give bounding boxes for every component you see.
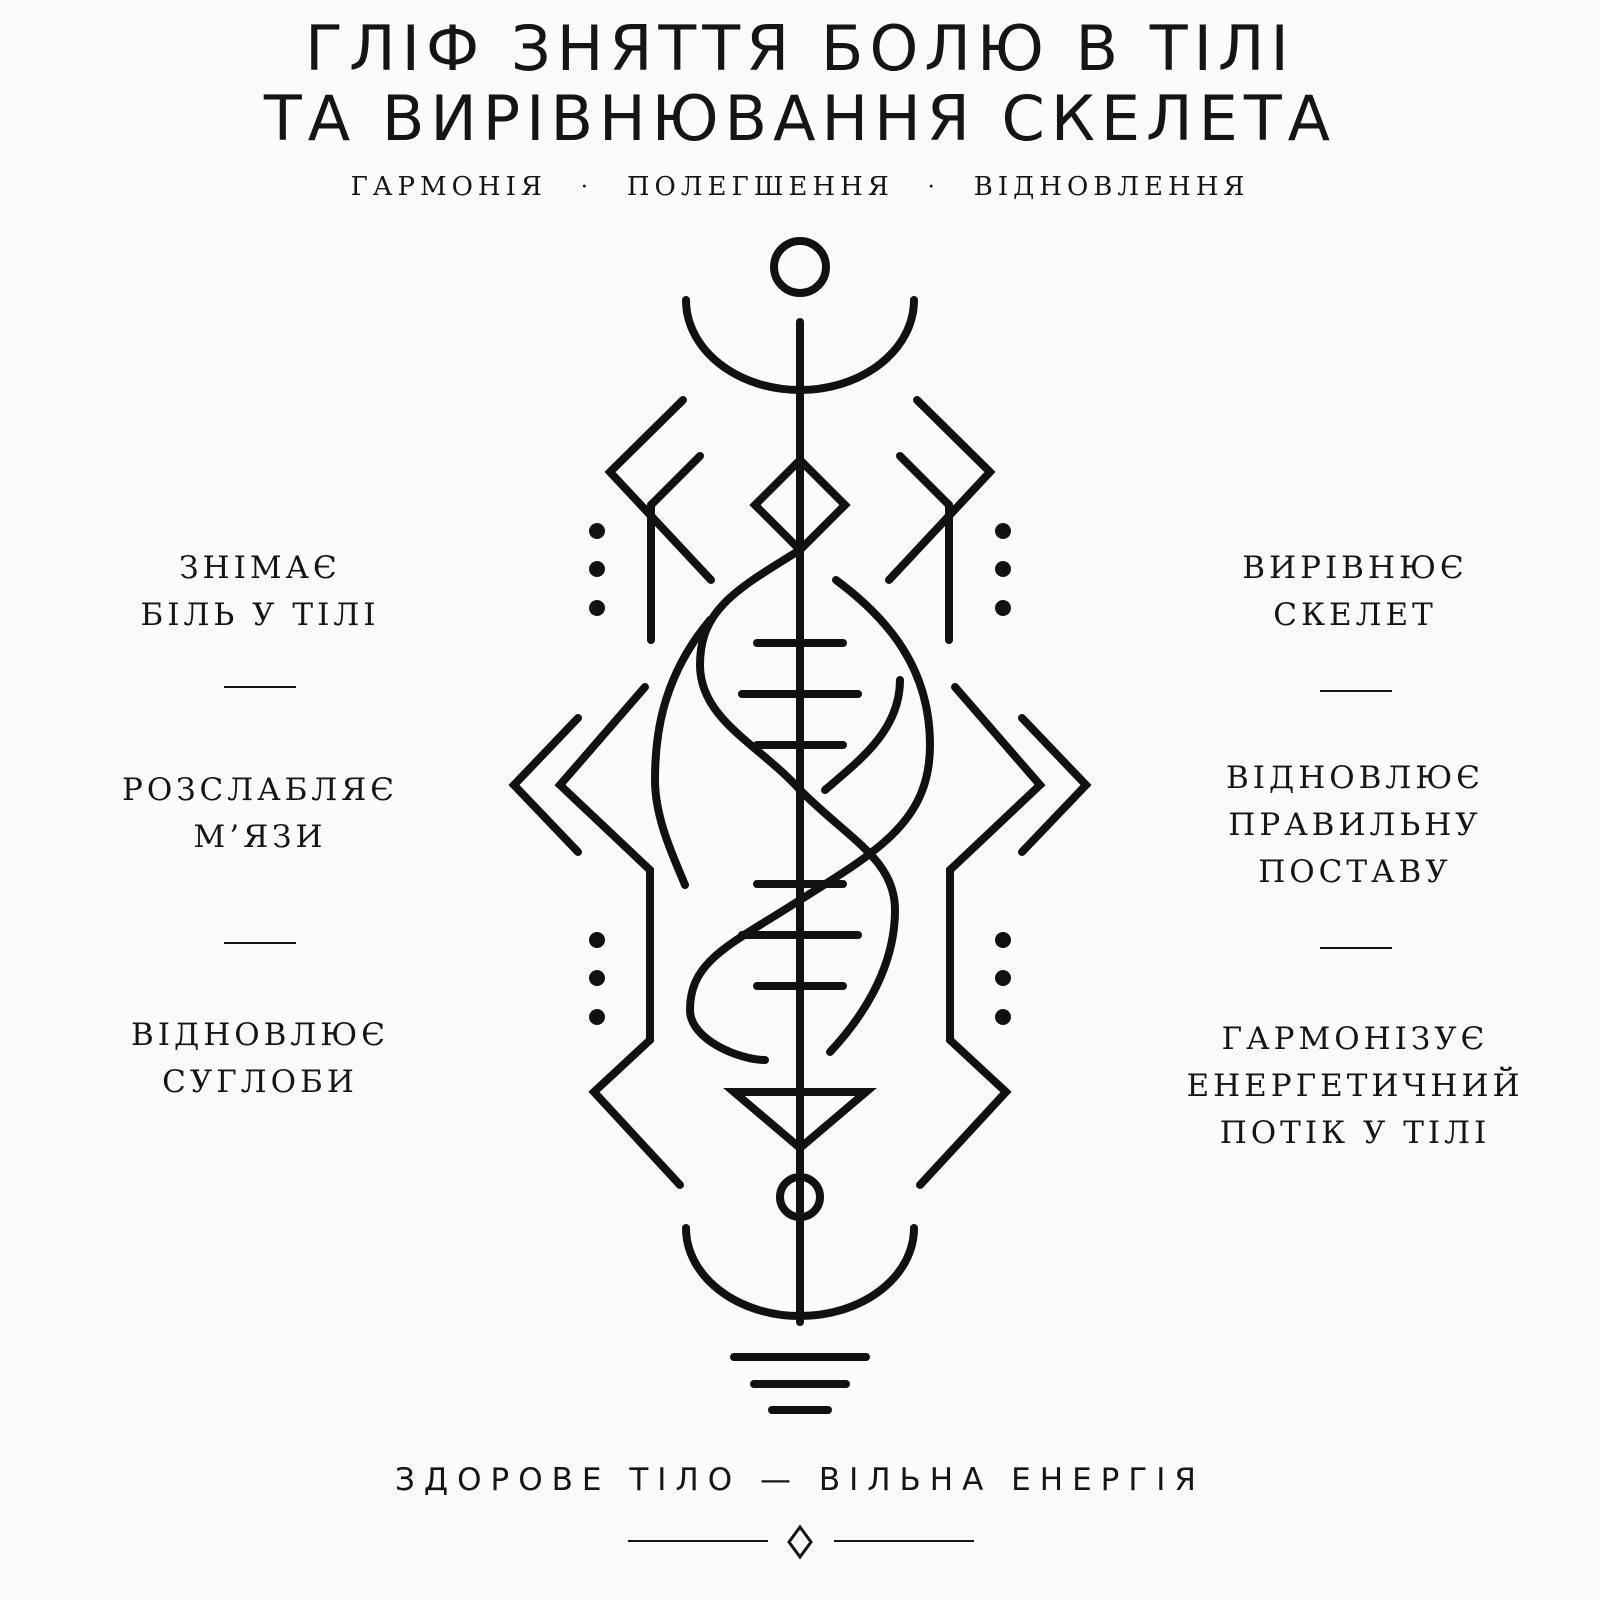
triangle-icon xyxy=(723,1088,877,1154)
subtitle-separator: · xyxy=(927,174,940,200)
label-line: РОЗСЛАБЛЯЄ xyxy=(121,772,399,808)
label-line: ПРАВИЛЬНУ xyxy=(1228,807,1482,843)
label-line: ПОТІК У ТІЛІ xyxy=(1219,1115,1491,1151)
left-divider-1 xyxy=(224,686,296,688)
left-chevrons-icon xyxy=(508,683,684,1189)
right-divider-2 xyxy=(1320,947,1392,949)
right-divider-1 xyxy=(1320,690,1392,692)
label-line: ЗНІМАЄ xyxy=(179,550,341,586)
label-line: БІЛЬ У ТІЛІ xyxy=(140,597,380,633)
subtitle-separator: · xyxy=(580,174,593,200)
label-line: ВИРІВНЮЄ xyxy=(1242,550,1468,586)
title-line-2: ТА ВИРІВНЮВАННЯ СКЕЛЕТА xyxy=(263,82,1337,155)
right-label-posture: ВІДНОВЛЮЄ ПРАВИЛЬНУ ПОСТАВУ xyxy=(1155,755,1555,896)
label-line: ЕНЕРГЕТИЧНИЙ xyxy=(1186,1068,1524,1104)
lower-rungs xyxy=(738,880,862,990)
right-label-align-skeleton: ВИРІВНЮЄ СКЕЛЕТ xyxy=(1155,545,1555,639)
left-divider-2 xyxy=(224,942,296,944)
subtitle: ГАРМОНІЯ · ПОЛЕГШЕННЯ · ВІДНОВЛЕННЯ xyxy=(0,172,1600,202)
dots-decoration xyxy=(589,523,1011,1025)
label-line: СКЕЛЕТ xyxy=(1273,597,1437,633)
top-circle-icon xyxy=(770,237,830,297)
ground-lines-icon xyxy=(730,1353,870,1414)
left-label-pain-relief: ЗНІМАЄ БІЛЬ У ТІЛІ xyxy=(100,545,420,639)
label-line: ВІДНОВЛЮЄ xyxy=(1225,760,1485,796)
label-line: ГАРМОНІЗУЄ xyxy=(1221,1021,1489,1057)
footer-ornament-icon xyxy=(628,1524,974,1560)
lower-circle-icon xyxy=(776,1173,824,1221)
right-chevrons-icon xyxy=(916,683,1092,1189)
label-line: М’ЯЗИ xyxy=(193,819,327,855)
label-line: ПОСТАВУ xyxy=(1258,854,1452,890)
subtitle-item-harmony: ГАРМОНІЯ xyxy=(350,172,547,202)
subtitle-item-relief: ПОЛЕГШЕННЯ xyxy=(626,172,894,202)
subtitle-item-restoration: ВІДНОВЛЕННЯ xyxy=(973,172,1250,202)
label-line: ВІДНОВЛЮЄ xyxy=(130,1017,390,1053)
footer-motto: ЗДОРОВЕ ТІЛО — ВІЛЬНА ЕНЕРГІЯ xyxy=(395,1462,1205,1498)
page-title: ГЛІФ ЗНЯТТЯ БОЛЮ В ТІЛІ ТА ВИРІВНЮВАННЯ … xyxy=(0,14,1600,154)
upper-right-rune-icon xyxy=(885,396,996,644)
lower-crescent-icon xyxy=(682,1224,918,1320)
title-line-1: ГЛІФ ЗНЯТТЯ БОЛЮ В ТІЛІ xyxy=(305,12,1295,85)
right-label-energy-flow: ГАРМОНІЗУЄ ЕНЕРГЕТИЧНИЙ ПОТІК У ТІЛІ xyxy=(1155,1016,1555,1157)
left-label-relax-muscles: РОЗСЛАБЛЯЄ М’ЯЗИ xyxy=(100,767,420,861)
left-label-restore-joints: ВІДНОВЛЮЄ СУГЛОБИ xyxy=(100,1012,420,1106)
upper-left-rune-icon xyxy=(604,396,715,644)
upper-rungs xyxy=(738,639,862,749)
label-line: СУГЛОБИ xyxy=(162,1064,358,1100)
